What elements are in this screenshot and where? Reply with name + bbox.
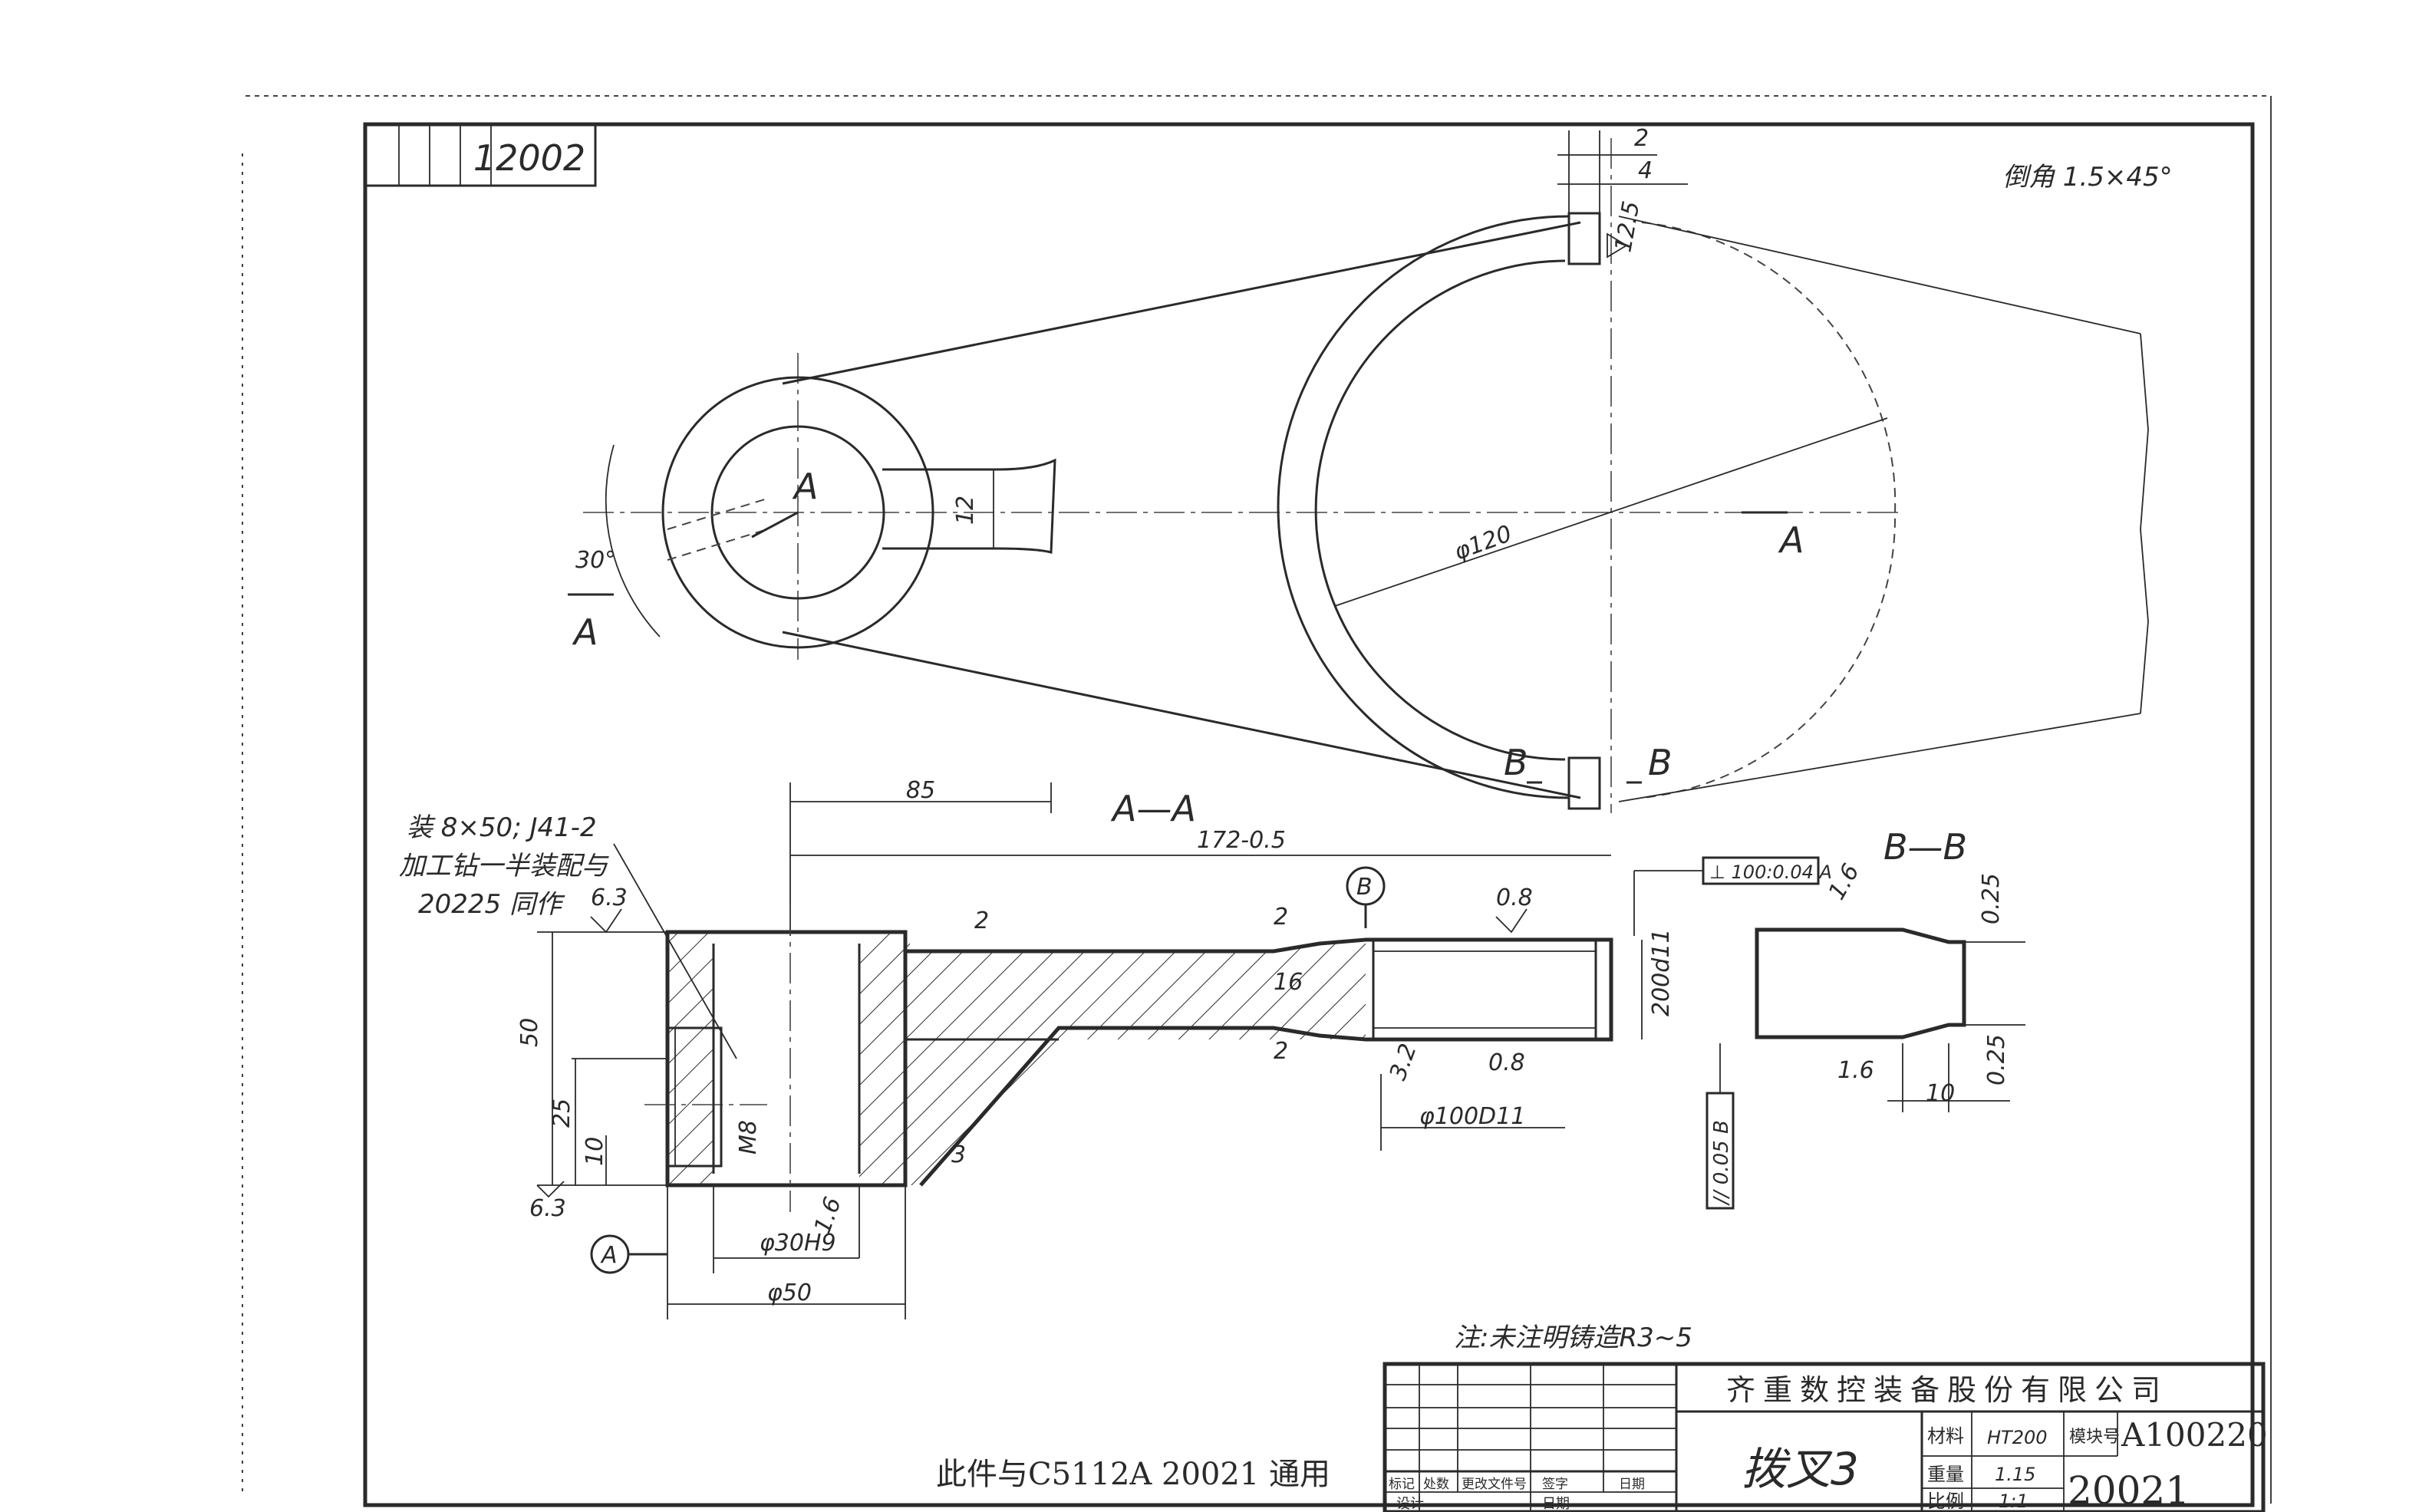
dim-diameter-120: φ120 [1451, 520, 1515, 565]
rev-header-mark: 标记 [1389, 1477, 1415, 1492]
dim-m8: M8 [735, 1120, 762, 1155]
dim-roughness-top: 12.5 [1610, 199, 1645, 255]
section-a-a: A—A 85 172-0.5 2 2 16 2 3 [399, 777, 1832, 1319]
arm-section-profile [905, 937, 1613, 1187]
dim-len-85: 85 [906, 777, 935, 804]
fork-inner-arc [1314, 259, 1566, 761]
arm-lower-edge [782, 631, 1581, 799]
rib-stub [882, 458, 1056, 554]
corner-number-box: 12002 [364, 123, 597, 187]
scale-label: 比例 [1927, 1491, 1964, 1512]
tol-perpendicularity: ⊥ 100:0.04 A [1709, 861, 1832, 883]
hub-outer-circle [661, 376, 934, 649]
dim-200d11: 200d11 [1648, 929, 1675, 1016]
material-value: HT200 [1987, 1427, 2048, 1448]
dim-h-50: 50 [516, 1018, 543, 1047]
dim-d50: φ50 [767, 1280, 812, 1306]
scale-value: 1:1 [1999, 1491, 2028, 1512]
dim-3: 3 [951, 1141, 966, 1168]
note-fillet: 注:未注明铸造R3~5 [1454, 1323, 1692, 1353]
rev-header-count: 处数 [1423, 1477, 1449, 1492]
diameter-leader [1334, 417, 1888, 607]
drawing-frame [363, 122, 2255, 1507]
note-pin-line-2: 加工钻一半装配与 [399, 851, 609, 881]
note-pin-leader [613, 843, 737, 1059]
model-value: A100220 [2121, 1416, 2268, 1454]
dim-angle-30: 30° [575, 547, 616, 574]
rough-08-top: 0.8 [1496, 884, 1533, 911]
top-view: 12 φ120 2 4 12.5 A A A 30° B [568, 125, 2149, 813]
usage-note: 此件与C5112A 20021 通用 [936, 1457, 1330, 1492]
arrow-label-a-left: A [572, 611, 598, 653]
design-label: 设计 [1396, 1496, 1424, 1512]
angle-arc-30 [605, 444, 661, 637]
material-label: 材料 [1927, 1425, 1964, 1447]
weight-label: 重量 [1927, 1464, 1964, 1485]
break-line-right [2140, 333, 2149, 714]
section-bb-profile [1755, 927, 1966, 1039]
fork-tip-bottom [1567, 756, 1601, 810]
dim-2-arm-top: 2 [974, 908, 989, 934]
datum-a-label: A [600, 1242, 618, 1269]
corner-number: 12002 [473, 137, 585, 179]
datum-b-label: B [1356, 874, 1373, 901]
company-name: 齐重数控装备股份有限公司 [1726, 1373, 2168, 1407]
roughness-symbol-top [1607, 232, 1628, 259]
dim-top-2: 2 [1634, 125, 1649, 152]
dim-h-10: 10 [582, 1137, 608, 1166]
datum-b-circle [1346, 866, 1386, 906]
model-label: 模块号 [2069, 1428, 2120, 1447]
rev-header-sign: 签字 [1542, 1477, 1568, 1492]
arm-upper-edge [782, 221, 1581, 385]
part-name: 拨叉3 [1742, 1443, 1859, 1495]
dim-2-step-bottom: 2 [1274, 1038, 1288, 1065]
dim-top-4: 4 [1638, 157, 1653, 184]
date-label: 日期 [1542, 1496, 1570, 1512]
datum-a-circle [590, 1234, 630, 1274]
weight-value: 1.15 [1995, 1464, 2035, 1485]
rev-header-file: 更改文件号 [1462, 1477, 1527, 1492]
break-line-top [1618, 216, 2141, 334]
tol-parallelism: // 0.05 B [1710, 1120, 1733, 1206]
break-line-bottom [1618, 713, 2141, 802]
dim-025-bottom: 0.25 [1983, 1034, 2010, 1085]
title-block: 标记 处数 更改文件号 签字 日期 设计 日期 齐重数控装备股份有限公司 拨叉3… [1383, 1362, 2268, 1512]
chamfer-note: 倒角 1.5×45° [2002, 162, 2173, 193]
dim-width-12: 12 [952, 496, 979, 525]
rough-08-bottom: 0.8 [1488, 1049, 1525, 1076]
dim-d30h9: φ30H9 [760, 1230, 836, 1257]
rev-header-date: 日期 [1619, 1477, 1645, 1492]
rough-63-bottom: 6.3 [529, 1195, 566, 1222]
cut-label-b-right: B [1648, 742, 1673, 783]
section-label-bb: B—B [1883, 826, 1967, 868]
hub-bore-circle [710, 425, 885, 600]
drawing-number: 20021 [2068, 1468, 2190, 1512]
arrow-label-a-right: A [1778, 519, 1804, 561]
rough-63-top: 6.3 [591, 884, 628, 911]
section-label-aa: A—A [1110, 788, 1196, 829]
dim-16: 16 [1274, 969, 1303, 996]
hidden-pin-hole [667, 498, 768, 561]
note-pin-line-3: 20225 同作 [418, 889, 565, 920]
cut-label-b-left: B [1504, 742, 1528, 783]
fork-outer-arc [1277, 215, 1570, 799]
dim-2-step-top: 2 [1274, 904, 1288, 931]
dim-d100d11: φ100D11 [1419, 1103, 1525, 1130]
rough-16-bb-bottom: 1.6 [1837, 1057, 1874, 1084]
fork-tip-top [1567, 212, 1601, 265]
m8-tapped-hole [666, 1026, 723, 1168]
dim-len-172: 172-0.5 [1197, 827, 1286, 854]
rough-32: 3.2 [1385, 1040, 1422, 1084]
dim-10: 10 [1926, 1080, 1955, 1107]
dim-h-25: 25 [549, 1099, 575, 1128]
fork-hidden-arc [1641, 222, 1897, 799]
hub-label-a: A [792, 466, 818, 507]
note-pin-line-1: 装 8×50; J41-2 [407, 812, 597, 843]
dim-025-top: 0.25 [1978, 873, 2005, 924]
